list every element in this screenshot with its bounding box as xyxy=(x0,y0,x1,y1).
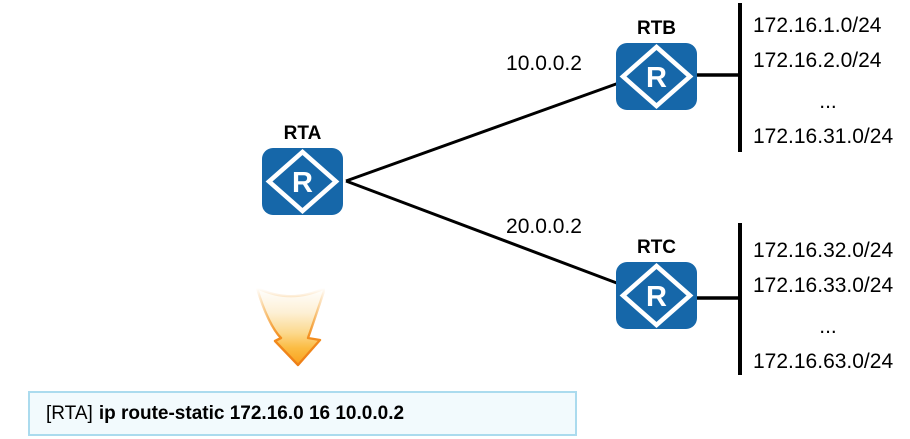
router-rtb-icon: R xyxy=(616,43,697,110)
router-rtc-icon: R xyxy=(616,262,697,329)
router-body xyxy=(616,43,697,110)
router-letter: R xyxy=(646,62,667,94)
link-rta-rtb-ip-label: 10.0.0.2 xyxy=(506,52,582,75)
network-item: 172.16.2.0/24 xyxy=(753,49,882,72)
rtb-network-list: 172.16.1.0/24 172.16.2.0/24 ... 172.16.3… xyxy=(753,8,903,154)
router-rtb-label: RTB xyxy=(636,18,677,39)
link-rta-rtc-ip-label: 20.0.0.2 xyxy=(506,215,582,238)
router-diamond-icon xyxy=(619,263,694,328)
router-diamond-icon xyxy=(619,44,694,109)
command-text: ip route-static 172.16.0 16 10.0.0.2 xyxy=(98,402,405,424)
router-letter: R xyxy=(292,167,313,199)
network-item: 172.16.33.0/24 xyxy=(753,274,894,297)
link-line-rta-rtb xyxy=(345,77,631,183)
command-prompt: [RTA] xyxy=(46,402,93,424)
down-arrow-icon xyxy=(255,286,325,367)
router-rtc-label: RTC xyxy=(636,237,677,258)
rtc-network-list: 172.16.32.0/24 172.16.33.0/24 ... 172.16… xyxy=(753,233,903,379)
router-rta-icon: R xyxy=(262,148,343,215)
network-item-ellipsis: ... xyxy=(819,90,837,113)
down-arrow-shape xyxy=(255,286,325,367)
network-item: 172.16.32.0/24 xyxy=(753,239,894,262)
router-rta-label: RTA xyxy=(283,123,322,144)
router-body xyxy=(616,262,697,329)
router-letter: R xyxy=(646,281,667,313)
network-item: 172.16.1.0/24 xyxy=(753,14,882,37)
network-item: 172.16.63.0/24 xyxy=(753,350,894,373)
network-item: 172.16.31.0/24 xyxy=(753,125,894,148)
network-item-ellipsis: ... xyxy=(819,315,837,338)
router-diamond-icon xyxy=(265,149,340,214)
router-body xyxy=(262,148,343,215)
command-box: [RTA] ip route-static 172.16.0 16 10.0.0… xyxy=(28,391,577,436)
